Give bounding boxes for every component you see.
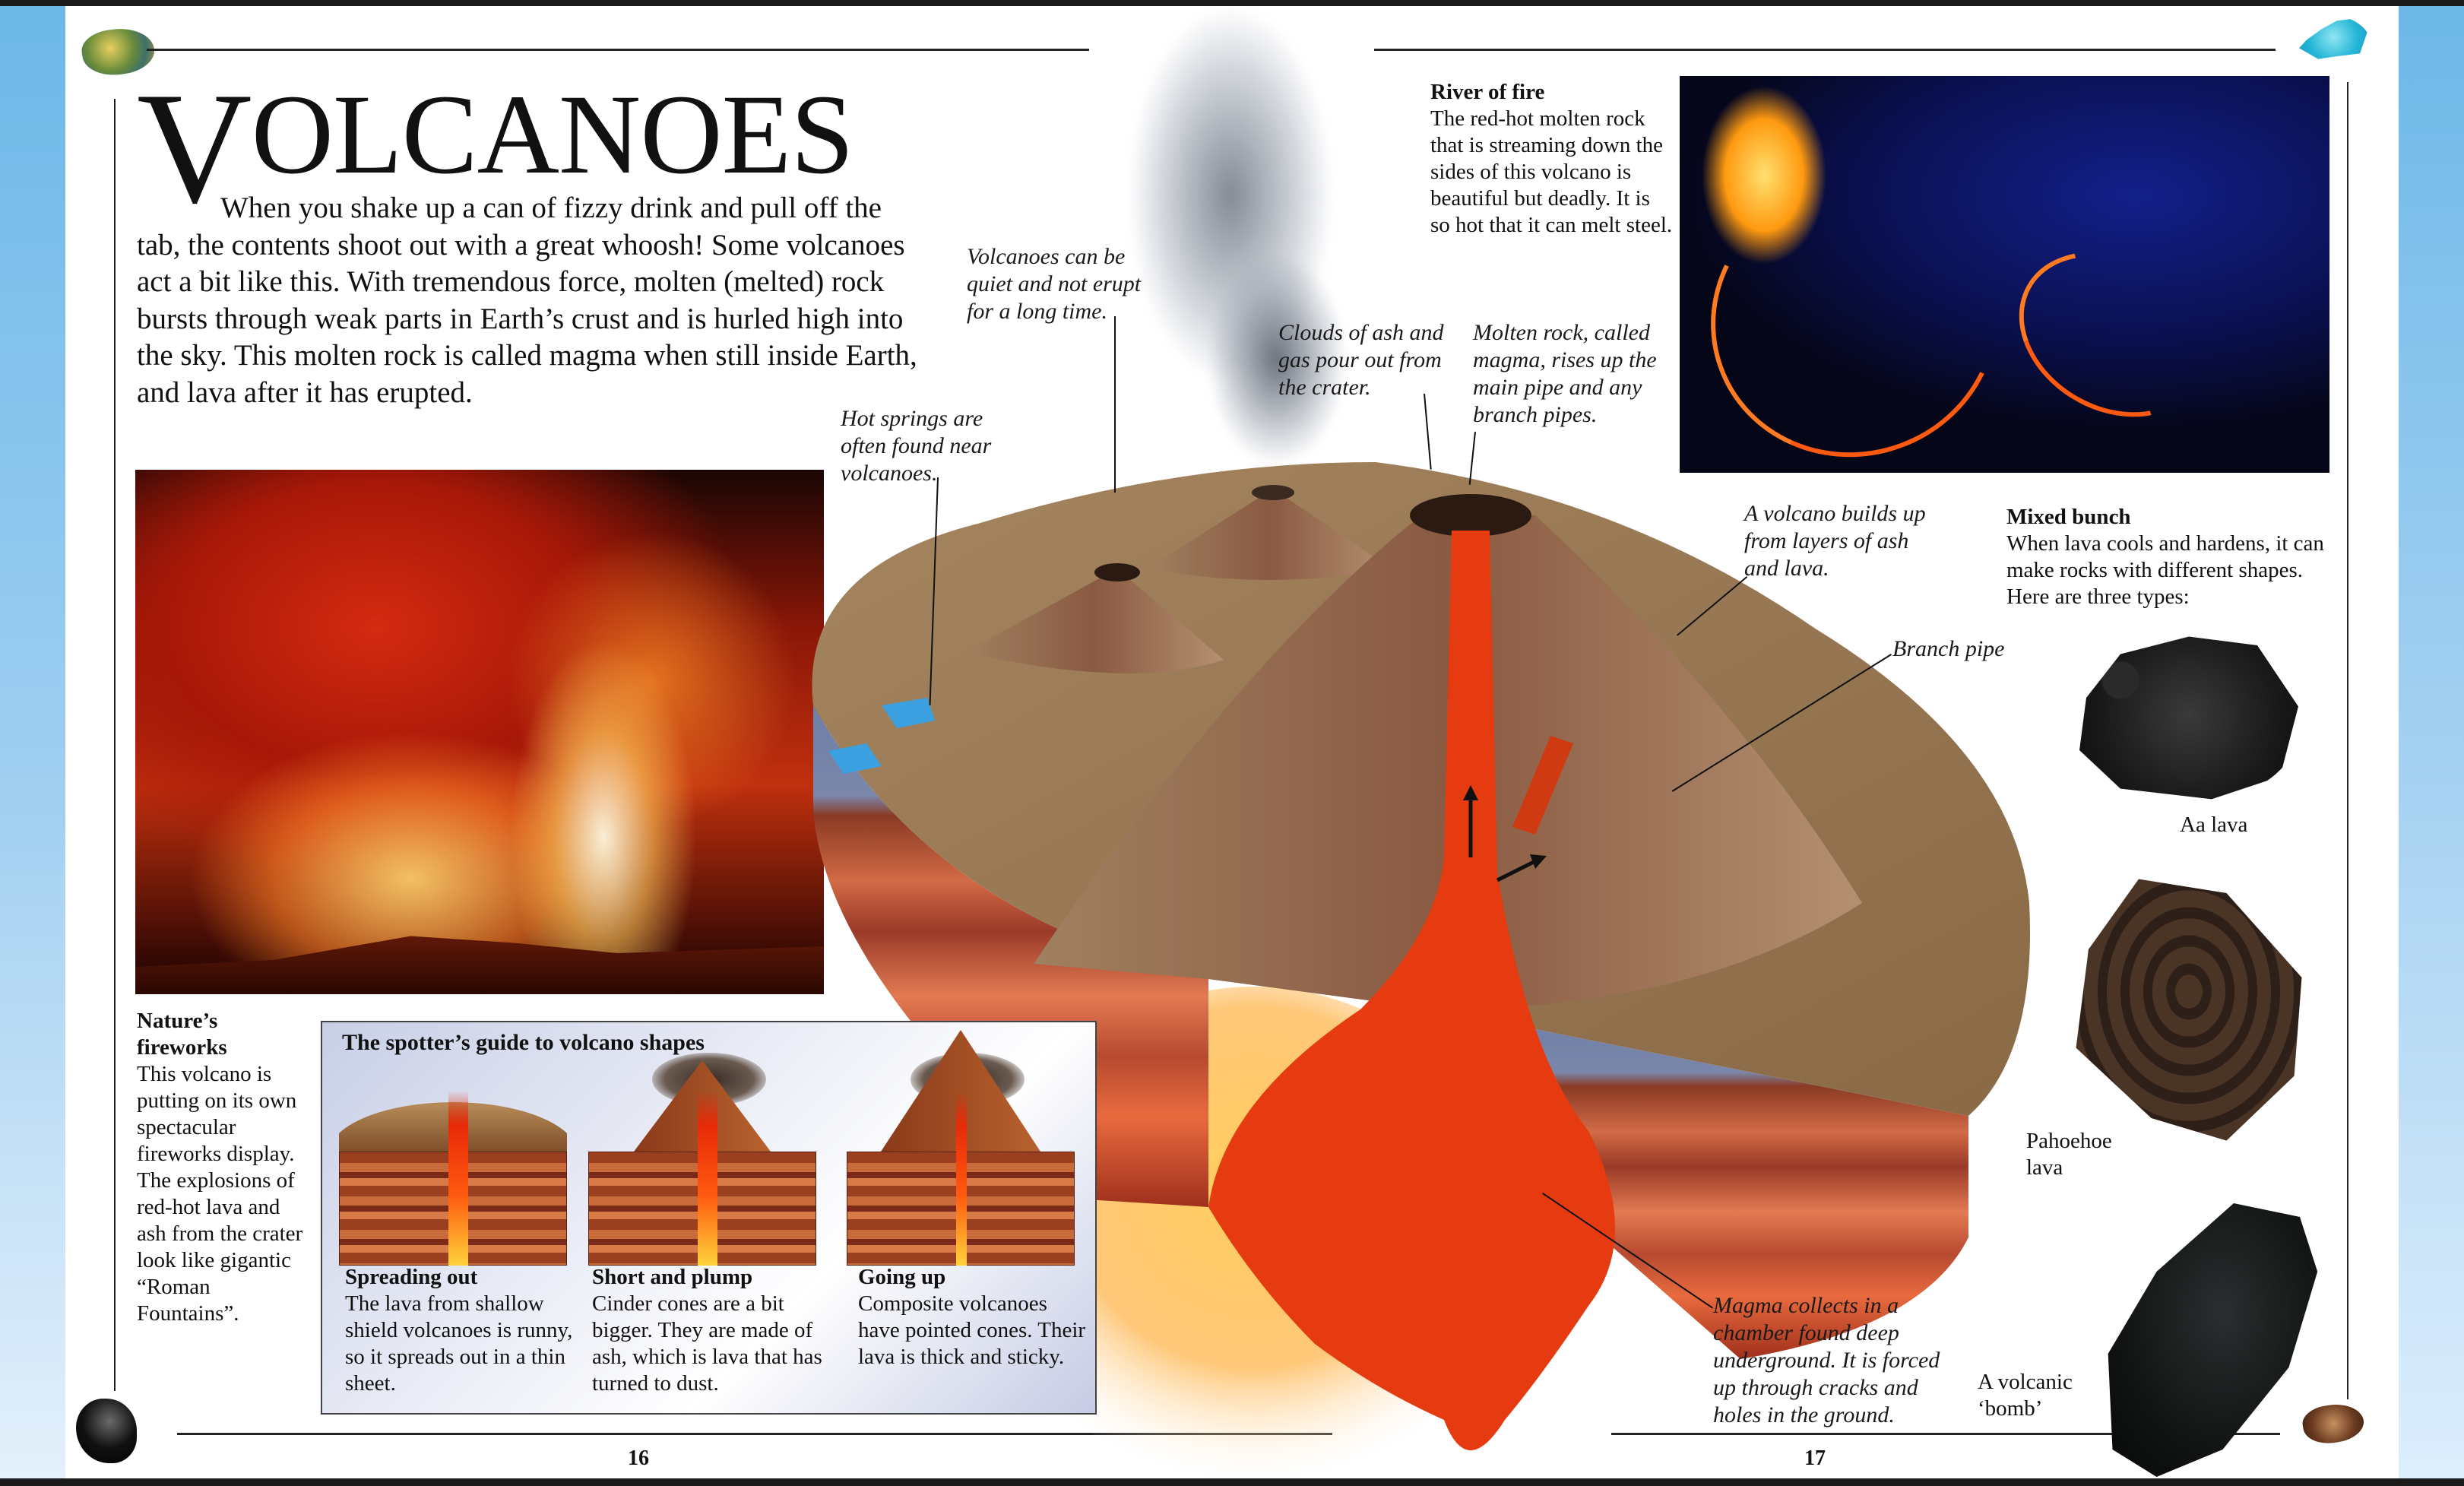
lava-vent	[956, 1091, 967, 1266]
volcanic-bomb-rock	[2108, 1203, 2318, 1477]
river-of-fire-photo	[1680, 76, 2329, 473]
shape-caption-short-and-plump: Short and plump Cinder cones are a bit b…	[592, 1264, 835, 1397]
mineral-icon-top-right	[2299, 17, 2367, 59]
label-hot-springs: Hot springs are often found near volcano…	[841, 406, 992, 486]
page-number-right: 17	[1804, 1446, 1826, 1470]
shape-caption-heading: Short and plump	[592, 1265, 753, 1289]
river-caption: River of fire The red-hot molten rock th…	[1430, 79, 1674, 239]
cinder-cone-illustration	[588, 1053, 816, 1266]
fountain-caption-body: This volcano is putting on its own spect…	[137, 1062, 303, 1326]
spotters-guide-title: The spotter’s guide to volcano shapes	[342, 1030, 705, 1055]
leader-line-quiet	[1114, 316, 1116, 493]
lava-vent	[698, 1091, 717, 1266]
shape-caption-body: Composite volcanoes have pointed cones. …	[858, 1291, 1086, 1369]
river-caption-heading: River of fire	[1430, 80, 1545, 104]
left-margin-strip	[0, 6, 65, 1478]
label-branch-pipe: Branch pipe	[1892, 636, 2005, 661]
label-molten-rock: Molten rock, called magma, rises up the …	[1473, 320, 1657, 427]
bottom-rule-left	[177, 1433, 1332, 1435]
shape-caption-body: The lava from shallow shield volcanoes i…	[345, 1291, 573, 1396]
volcanic-bomb-label: A volcanic ‘bomb’	[1978, 1370, 2073, 1421]
river-caption-body: The red-hot molten rock that is streamin…	[1430, 106, 1673, 237]
ash-plume-lower	[1186, 234, 1368, 485]
pahoehoe-lava-label: Pahoehoe lava	[2026, 1129, 2112, 1180]
label-volcano-layers: A volcano builds up from layers of ash a…	[1744, 501, 1926, 581]
shape-caption-spreading-out: Spreading out The lava from shallow shie…	[345, 1264, 588, 1397]
lava-stream	[1989, 219, 2237, 450]
page-title: VOLCANOES	[137, 68, 854, 228]
fountain-caption-heading: Nature’s fireworks	[137, 1009, 227, 1060]
spotters-guide-box: The spotter’s guide to volcano shapes Sp…	[321, 1021, 1097, 1415]
lava-vent	[448, 1091, 468, 1266]
mineral-icon-bottom-right	[2300, 1399, 2367, 1448]
right-margin-strip	[2399, 6, 2464, 1478]
pahoehoe-lava-rock	[2076, 879, 2302, 1141]
bottom-rule-right	[1611, 1433, 2280, 1435]
composite-volcano-illustration	[847, 1030, 1075, 1266]
intro-paragraph: When you shake up a can of fizzy drink a…	[137, 192, 917, 409]
fountain-caption: Nature’s fireworks This volcano is putti…	[137, 1008, 312, 1327]
lava-fountain-photo	[135, 470, 824, 994]
aa-lava-label: Aa lava	[2180, 813, 2248, 837]
lava-ground	[135, 936, 824, 994]
shape-caption-heading: Going up	[858, 1265, 946, 1289]
mixed-bunch-caption: Mixed bunch When lava cools and hardens,…	[2006, 504, 2341, 610]
label-clouds-of-ash: Clouds of ash and gas pour out from the …	[1278, 320, 1444, 400]
left-vertical-rule	[114, 99, 116, 1391]
lava-stream	[1680, 141, 2038, 473]
mixed-bunch-heading: Mixed bunch	[2006, 505, 2131, 529]
title-rest: OLCANOES	[251, 71, 854, 198]
shield-volcano-illustration	[339, 1091, 567, 1266]
label-magma-chamber: Magma collects in a chamber found deep u…	[1713, 1293, 1940, 1427]
shape-caption-body: Cinder cones are a bit bigger. They are …	[592, 1291, 822, 1396]
label-quiet-volcanoes: Volcanoes can be quiet and not erupt for…	[967, 244, 1142, 324]
title-initial: V	[137, 60, 252, 236]
top-rule-right	[1374, 49, 2276, 51]
shape-caption-going-up: Going up Composite volcanoes have pointe…	[858, 1264, 1086, 1370]
page-number-left: 16	[628, 1446, 649, 1470]
book-spread: VOLCANOES When you shake up a can of fiz…	[0, 6, 2464, 1478]
shape-caption-heading: Spreading out	[345, 1265, 478, 1289]
right-vertical-rule	[2347, 82, 2348, 1399]
top-rule-left	[147, 49, 1089, 51]
aa-lava-rock	[2079, 636, 2298, 800]
obsidian-icon-bottom-left	[76, 1399, 137, 1463]
volcano-cross-section	[812, 462, 2030, 1478]
mixed-bunch-body: When lava cools and hardens, it can make…	[2006, 531, 2324, 609]
